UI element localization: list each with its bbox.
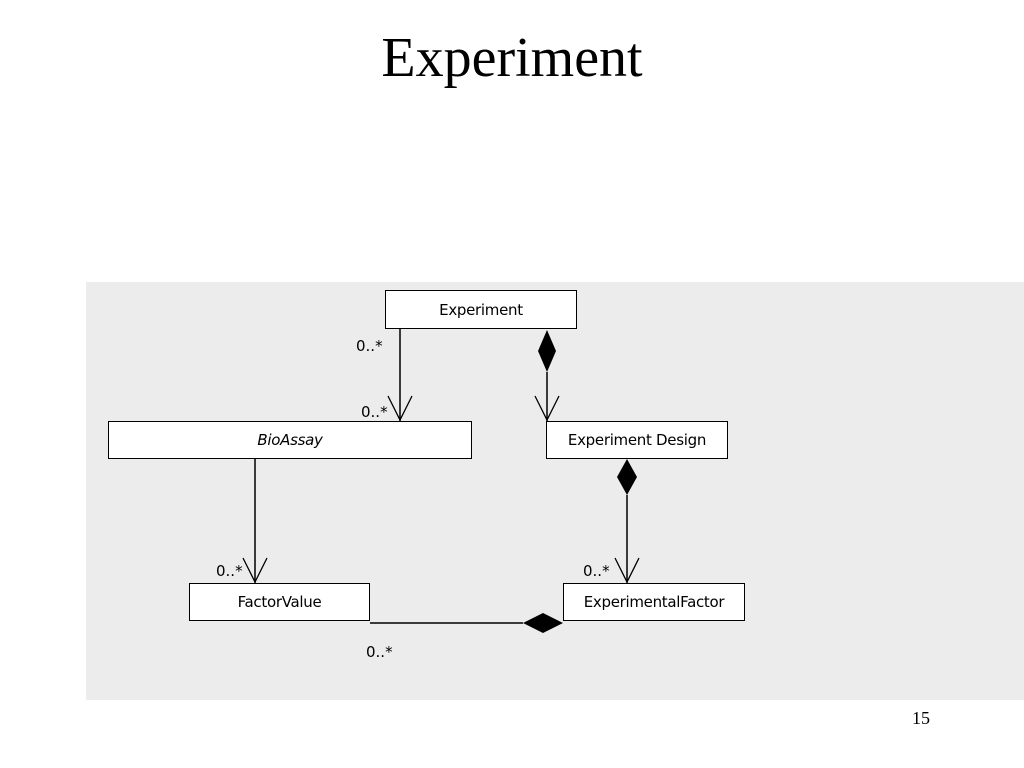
page-number: 15 — [912, 708, 930, 728]
class-experiment-design: Experiment Design — [546, 421, 728, 459]
multiplicity-label: 0..* — [356, 337, 383, 355]
class-experimental-factor: ExperimentalFactor — [563, 583, 745, 621]
arrowhead-bioassay — [387, 395, 413, 422]
arrowhead-factorvalue — [242, 557, 268, 584]
class-bioassay: BioAssay — [108, 421, 472, 459]
multiplicity-label: 0..* — [583, 562, 610, 580]
class-factor-value: FactorValue — [189, 583, 370, 621]
multiplicity-label: 0..* — [216, 562, 243, 580]
composition-diamond-experiment — [538, 330, 556, 372]
composition-diamond-design — [617, 459, 637, 495]
multiplicity-label: 0..* — [366, 643, 393, 661]
multiplicity-label: 0..* — [361, 403, 388, 421]
arrowhead-experimental-factor — [614, 557, 640, 584]
class-experiment: Experiment — [385, 290, 577, 329]
slide-title: Experiment — [381, 27, 643, 89]
arrowhead-experiment-design — [534, 395, 560, 422]
composition-diamond-factor — [523, 613, 563, 633]
